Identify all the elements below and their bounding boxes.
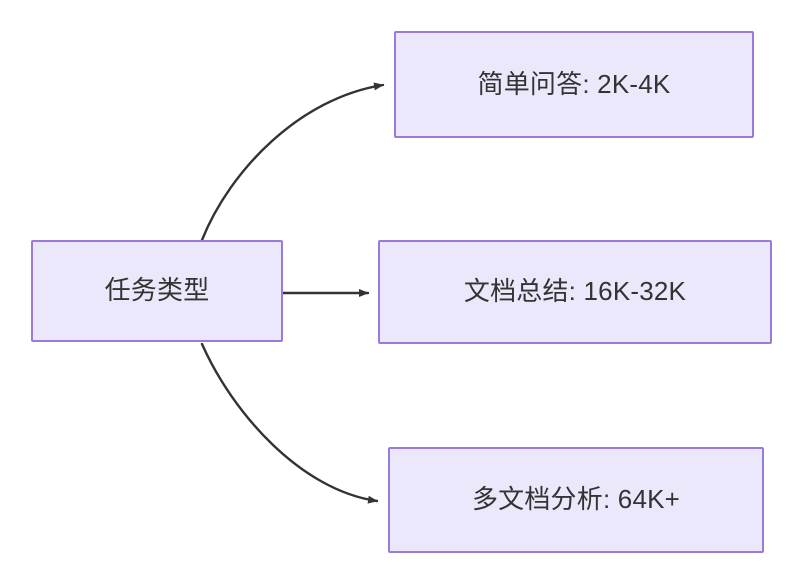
- edge-source-to-multi: [200, 342, 379, 504]
- node-simple-qa-label: 简单问答: 2K-4K: [477, 68, 671, 99]
- node-task-type-label: 任务类型: [104, 275, 210, 306]
- node-task-type[interactable]: 任务类型: [31, 240, 283, 342]
- node-multi-doc-analysis-label: 多文档分析: 64K+: [471, 484, 681, 515]
- node-doc-summary[interactable]: 文档总结: 16K-32K: [378, 240, 772, 344]
- node-simple-qa[interactable]: 简单问答: 2K-4K: [394, 31, 754, 138]
- node-doc-summary-label: 文档总结: 16K-32K: [463, 276, 687, 307]
- node-multi-doc-analysis[interactable]: 多文档分析: 64K+: [388, 447, 764, 553]
- edge-source-to-simple: [200, 82, 385, 242]
